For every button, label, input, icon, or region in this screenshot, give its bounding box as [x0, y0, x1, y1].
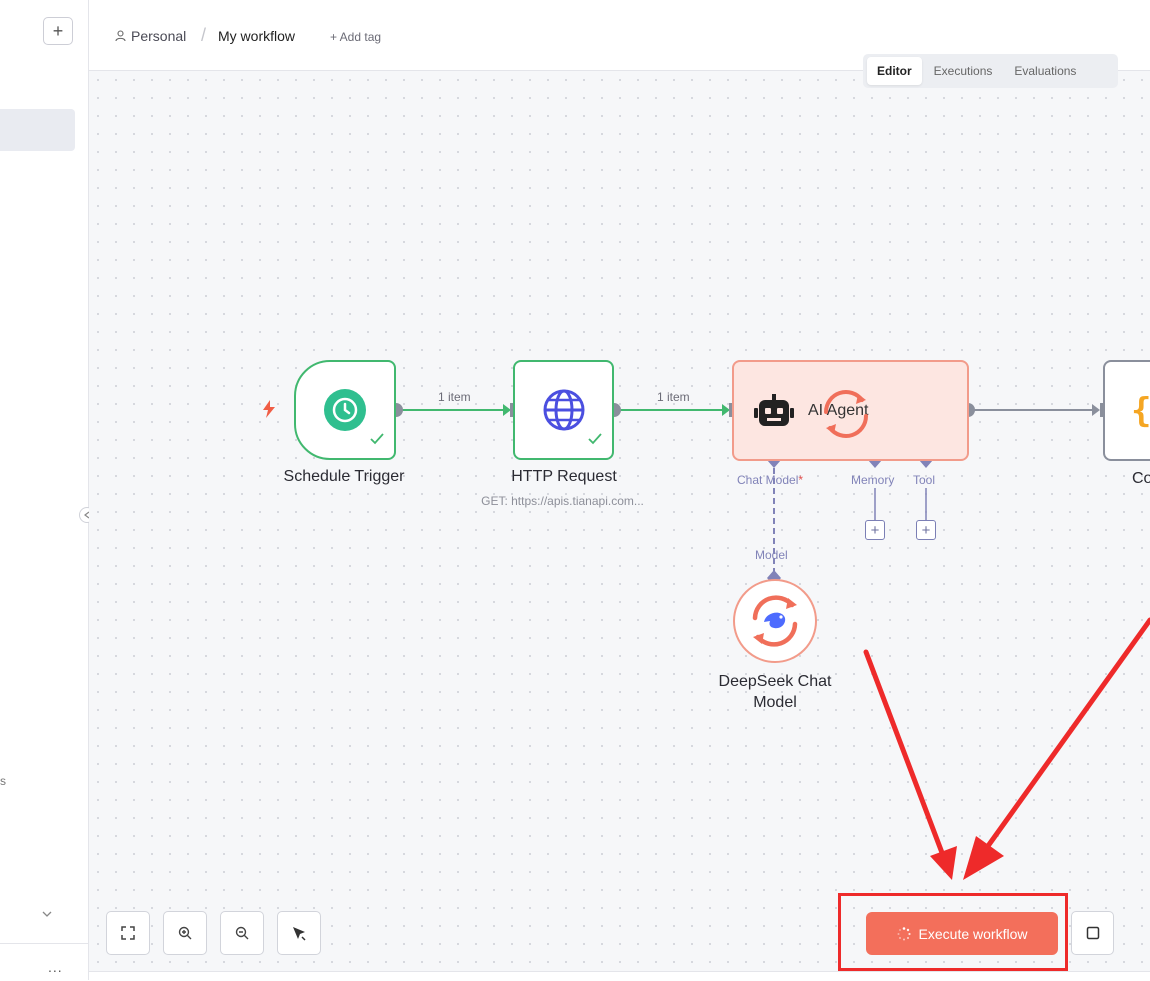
breadcrumb-separator: / — [201, 25, 207, 45]
success-check-icon — [588, 432, 602, 450]
deepseek-label-line2: Model — [753, 694, 797, 711]
node-label: Co — [1132, 470, 1150, 487]
sidebar-active-item[interactable] — [0, 109, 75, 151]
spinner-icon — [897, 926, 911, 940]
canvas-bottom-border — [89, 971, 1150, 981]
more-icon[interactable]: ... — [48, 959, 63, 975]
breadcrumb-project[interactable]: Personal — [115, 28, 186, 44]
zoom-out-button[interactable] — [220, 911, 264, 955]
node-code[interactable]: { — [1103, 360, 1150, 461]
node-label: Schedule Trigger — [283, 468, 405, 485]
view-tabs: Editor Executions Evaluations — [863, 54, 1118, 88]
node-label-deepseek: DeepSeek Chat Model — [700, 671, 850, 713]
zoom-in-icon — [178, 926, 192, 940]
tidy-up-button[interactable] — [277, 911, 321, 955]
node-http-request[interactable] — [513, 360, 614, 460]
square-icon — [1086, 926, 1099, 940]
tidy-icon — [293, 927, 306, 941]
zoom-in-button[interactable] — [163, 911, 207, 955]
node-deepseek-chat-model[interactable] — [733, 579, 817, 663]
edge-label-http-agent: 1 item — [657, 390, 690, 404]
port-label-tool: Tool — [913, 473, 936, 487]
execute-highlight-box — [838, 893, 1068, 971]
workflow-canvas[interactable] — [89, 71, 1150, 971]
chevron-down-icon[interactable] — [42, 906, 52, 920]
execute-workflow-button[interactable]: Execute workflow — [866, 912, 1058, 955]
tab-executions[interactable]: Executions — [933, 64, 993, 78]
execute-workflow-label: Execute workflow — [918, 925, 1028, 942]
globe-icon — [543, 389, 584, 431]
robot-icon — [754, 393, 794, 426]
fit-view-button[interactable] — [106, 911, 150, 955]
sidebar-divider — [0, 943, 88, 944]
edge-label-trigger-http: 1 item — [438, 390, 471, 404]
node-subtitle: GET: https://apis.tianapi.com... — [481, 494, 644, 508]
chat-model-label: Chat Model — [737, 473, 799, 487]
breadcrumb-project-label: Personal — [131, 28, 187, 44]
tab-evaluations[interactable]: Evaluations — [1014, 64, 1077, 78]
deepseek-icon — [752, 595, 798, 647]
node-schedule-trigger[interactable] — [294, 360, 396, 460]
port-label-model: Model — [755, 548, 788, 562]
port-label-chat-model: Chat Model* — [737, 473, 803, 487]
node-label: HTTP Request — [511, 468, 617, 485]
add-memory-button[interactable]: + — [865, 520, 885, 540]
zoom-out-icon — [235, 926, 249, 940]
stop-button[interactable] — [1071, 911, 1114, 955]
loading-spinner-icon — [824, 390, 868, 438]
add-tag-button[interactable]: + Add tag — [330, 30, 382, 44]
braces-icon: { — [1131, 390, 1150, 431]
clock-icon — [324, 389, 366, 431]
user-icon — [115, 30, 126, 42]
header: Personal / My workflow + Add tag — [89, 0, 1150, 71]
add-tool-button[interactable]: + — [916, 520, 936, 540]
left-sidebar: + s ... — [0, 0, 89, 980]
node-ai-agent[interactable]: AI Agent — [732, 360, 969, 461]
tab-editor[interactable]: Editor — [867, 57, 922, 85]
port-label-memory: Memory — [851, 473, 895, 487]
deepseek-label-line1: DeepSeek Chat — [718, 673, 832, 690]
create-button[interactable]: + — [43, 17, 73, 45]
fit-view-icon — [121, 926, 135, 940]
sidebar-partial-text: s — [0, 774, 6, 788]
success-check-icon — [370, 432, 384, 450]
trigger-bolt-icon — [262, 400, 276, 423]
workflow-name[interactable]: My workflow — [218, 28, 296, 44]
node-label: AI Agent — [808, 401, 869, 419]
required-marker: * — [798, 473, 804, 487]
